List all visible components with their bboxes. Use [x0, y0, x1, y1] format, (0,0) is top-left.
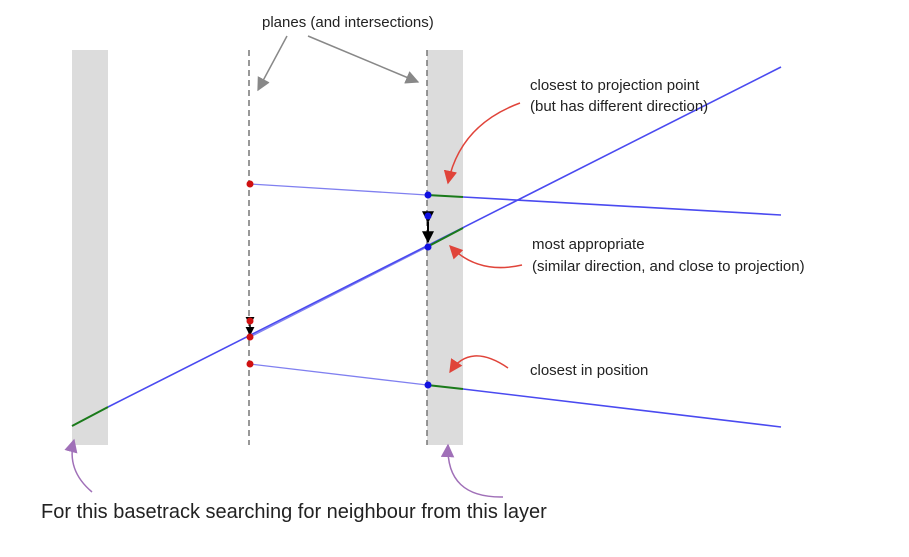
planes-arrow-left — [257, 35, 288, 92]
closest-projection-label-line1: closest to projection point — [530, 77, 700, 94]
basetrack-segment — [71, 406, 109, 427]
caption: For this basetrack searching for neighbo… — [41, 501, 547, 523]
planes-arrow-right — [307, 35, 420, 84]
planes-label: planes (and intersections) — [262, 14, 434, 31]
candidate-segment-bottom — [426, 384, 464, 390]
projection-line-middle — [249, 246, 428, 338]
intersection-point — [424, 212, 432, 220]
most-appropriate-arrow — [449, 245, 523, 269]
candidate-segment-middle — [426, 227, 464, 248]
closest-position-label: closest in position — [530, 362, 648, 379]
most-appropriate-label-line1: most appropriate — [532, 236, 645, 253]
intersection-point — [246, 317, 254, 325]
projection-line-bottom — [249, 363, 428, 386]
candidate-segment-top — [426, 194, 464, 198]
intersection-point — [246, 333, 254, 341]
intersection-point — [424, 381, 432, 389]
intersection-point — [246, 360, 254, 368]
basetrack-pointer-arrow — [64, 438, 93, 493]
basetrack-layer-band — [72, 50, 108, 445]
intersection-point — [246, 180, 254, 188]
closest-position-arrow — [449, 355, 509, 374]
layer-pointer-arrow — [440, 443, 504, 498]
candidate-track-top — [462, 196, 782, 216]
candidate-track-bottom — [462, 388, 782, 428]
intersection-point — [424, 191, 432, 199]
projection-line-top — [249, 183, 428, 196]
closest-projection-label-line2: (but has different direction) — [530, 98, 708, 115]
intersection-point — [424, 243, 432, 251]
closest-projection-arrow — [443, 102, 521, 185]
most-appropriate-label-line2: (similar direction, and close to project… — [532, 258, 805, 275]
